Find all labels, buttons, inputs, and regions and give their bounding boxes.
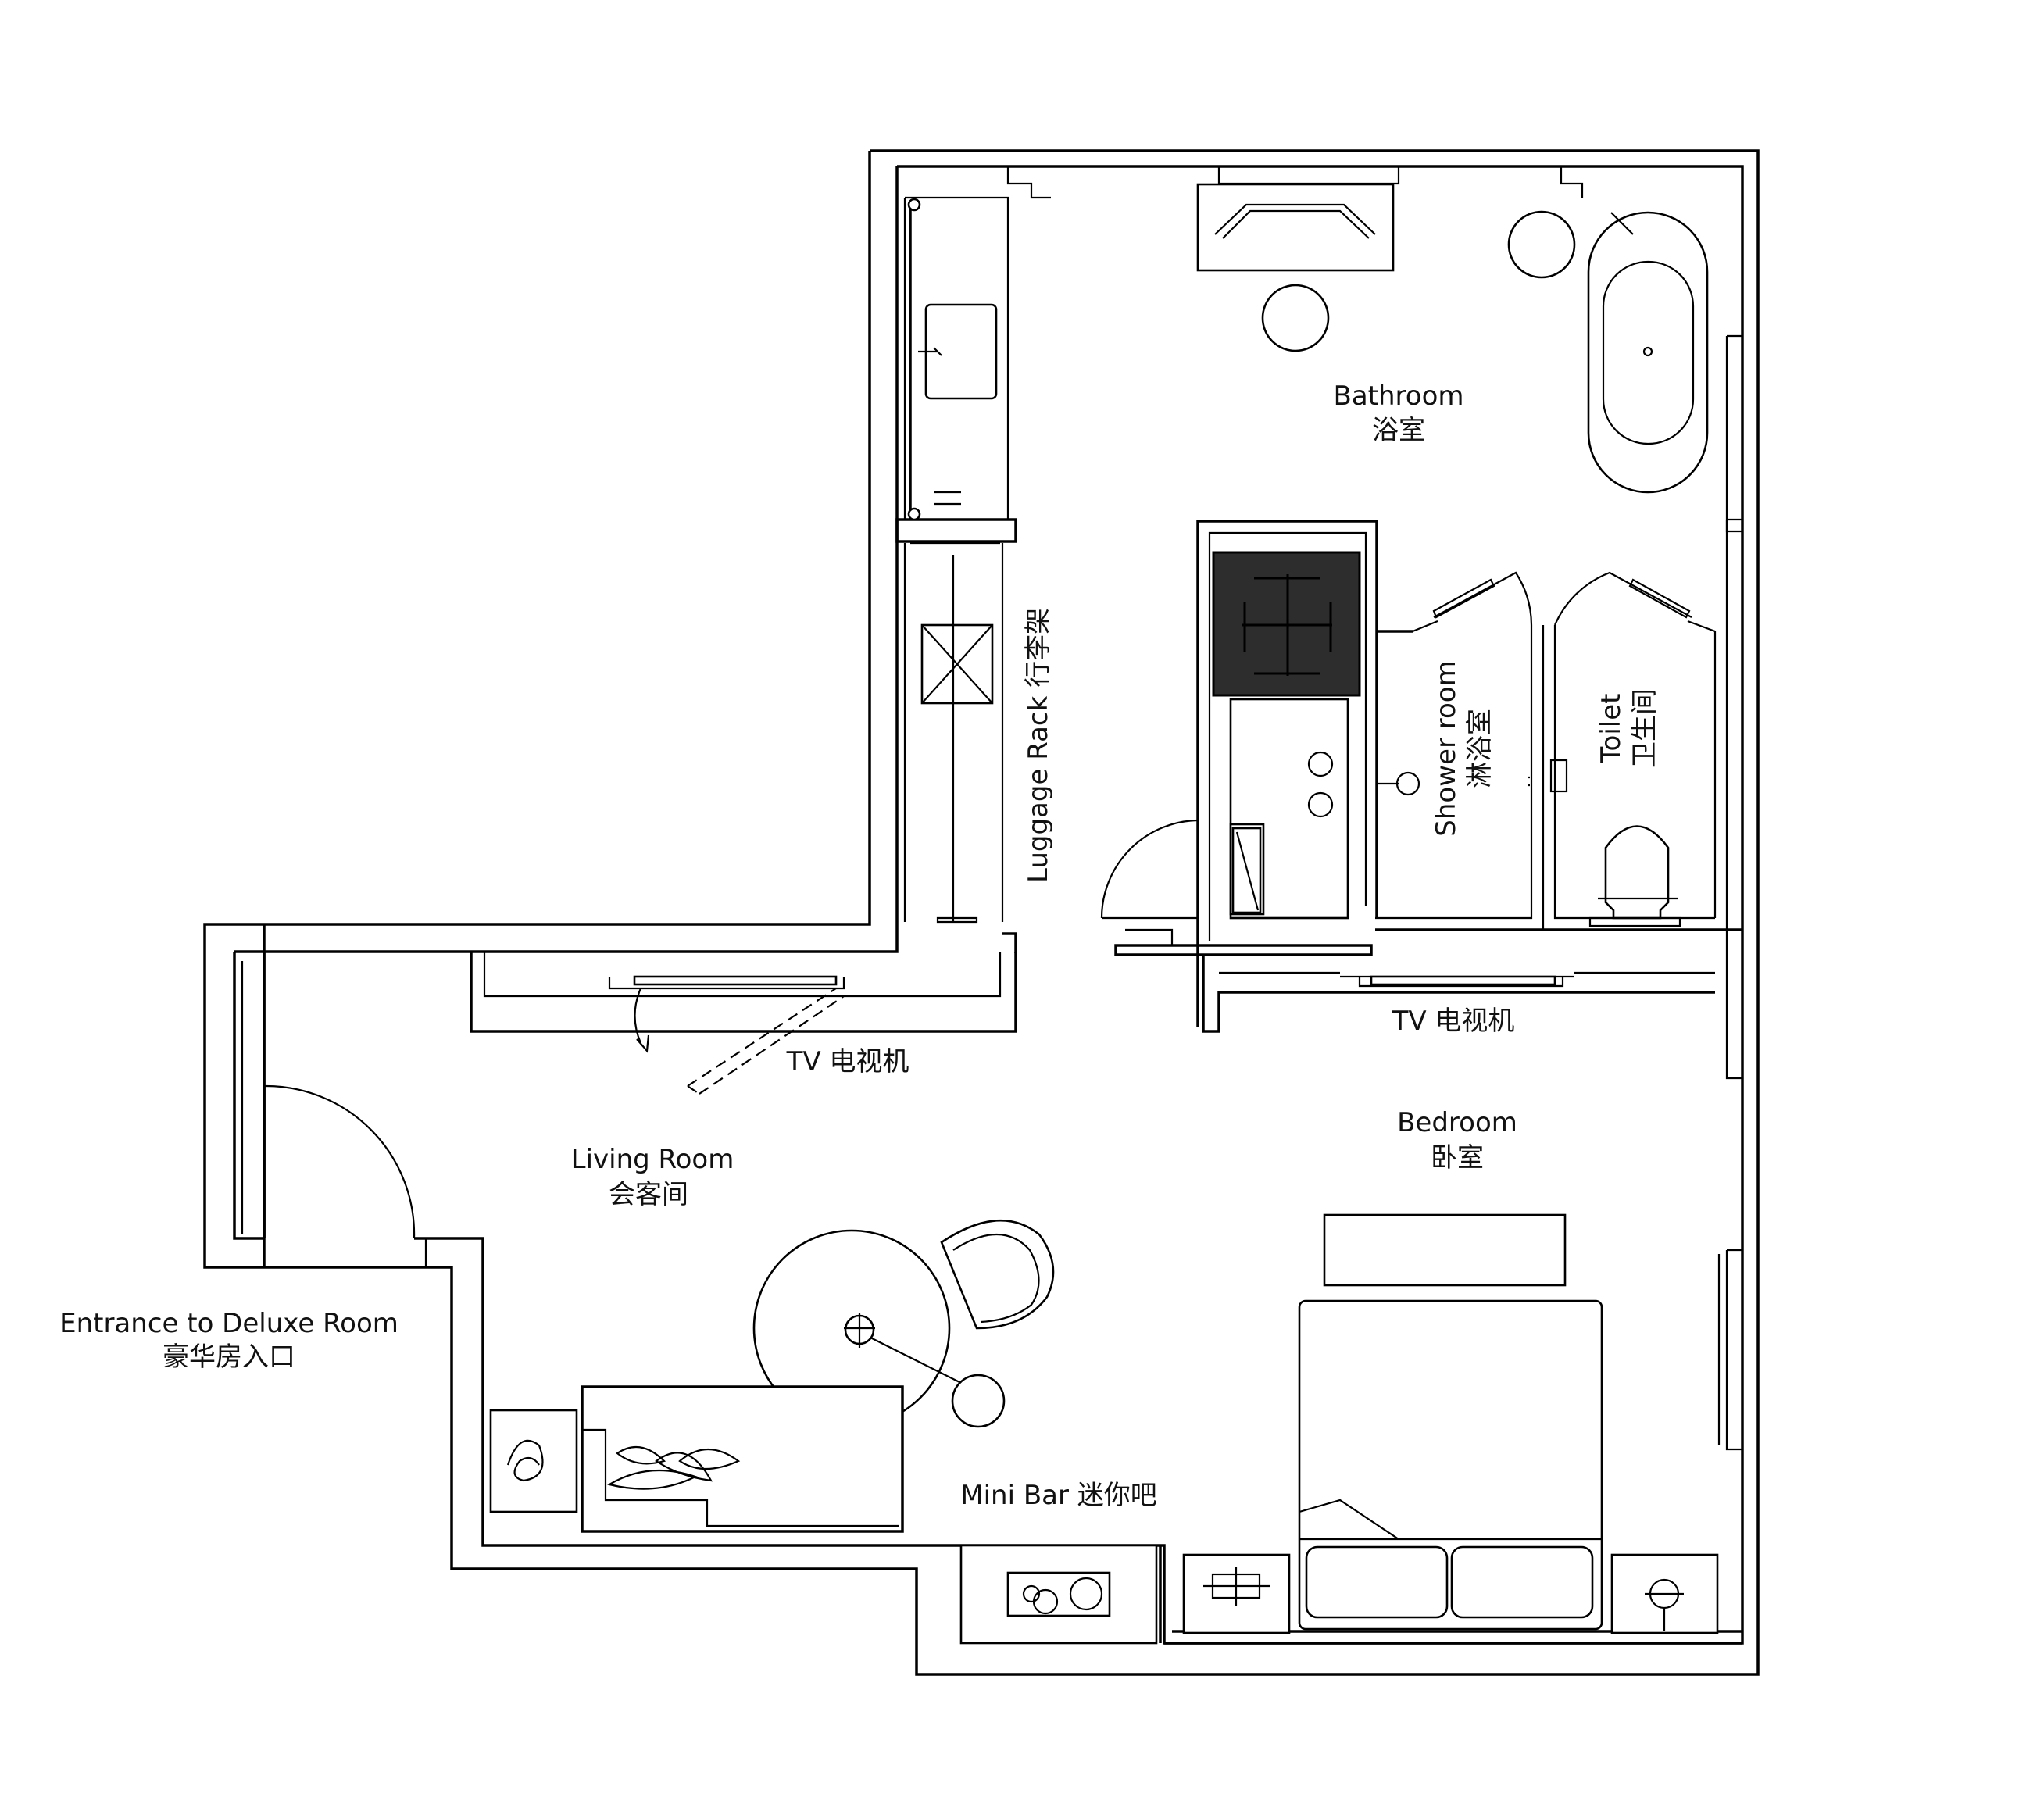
bedroom-label-zh: 卧室: [1431, 1142, 1484, 1174]
bedroom-area: [1159, 955, 1742, 1645]
shower-label-en: Shower room: [1431, 660, 1462, 836]
tv-living-label: TV 电视机: [786, 1046, 909, 1077]
tv-bedroom: [1370, 975, 1556, 986]
labels: Bathroom 浴室 Living Room 会客间 Bedroom 卧室 E…: [59, 380, 1660, 1511]
living-room-area: [263, 952, 1158, 1645]
pillow-left: [1305, 1545, 1449, 1619]
tv-bedroom-label: TV 电视机: [1392, 1006, 1515, 1037]
toilet-paper-holder: [1549, 759, 1568, 793]
tv-living: [633, 975, 838, 986]
bathroom-label-zh: 浴室: [1372, 415, 1425, 446]
minibar-label: Mini Bar 迷你吧: [960, 1480, 1157, 1511]
toilet-label-zh: 卫生间: [1629, 688, 1660, 768]
bathroom-label-en: Bathroom: [1334, 380, 1464, 412]
living-label-en: Living Room: [571, 1144, 734, 1175]
shower-label-zh: 淋浴室: [1464, 709, 1495, 788]
side-table: [489, 1409, 578, 1513]
entrance-label-zh: 豪华房入口: [163, 1341, 295, 1373]
safe-2: [1231, 827, 1262, 914]
shower-toilet-area: [1375, 518, 1742, 1080]
sofa: [581, 1385, 904, 1533]
toilet-label-en: Toilet: [1596, 694, 1627, 764]
vanity-counter: [1196, 183, 1395, 272]
toilet: [1588, 825, 1681, 927]
shower-valve: [1395, 771, 1420, 796]
cabinet-knob-2: [1307, 791, 1334, 818]
bathroom-area: [1006, 166, 1742, 1027]
bathtub: [1587, 211, 1709, 494]
bathroom-stool: [1261, 284, 1330, 352]
bed: [1298, 1299, 1603, 1631]
bed-bench: [1323, 1213, 1567, 1287]
entrance-label-en: Entrance to Deluxe Room: [59, 1308, 398, 1339]
bedroom-label-en: Bedroom: [1397, 1107, 1517, 1138]
luggage-label: Luggage Rack 行李架: [1023, 608, 1054, 883]
living-label-zh: 会客间: [609, 1179, 688, 1210]
bathroom-stool-2: [1507, 210, 1576, 279]
shaft-cross-icon: [1242, 574, 1332, 676]
pillow-right: [1450, 1545, 1594, 1619]
cabinet-knob: [1307, 751, 1334, 777]
luggage-area: Luggage Rack 行李架: [895, 196, 1054, 953]
armchair: [940, 1219, 1055, 1330]
floor-lamp: [951, 1374, 1006, 1428]
